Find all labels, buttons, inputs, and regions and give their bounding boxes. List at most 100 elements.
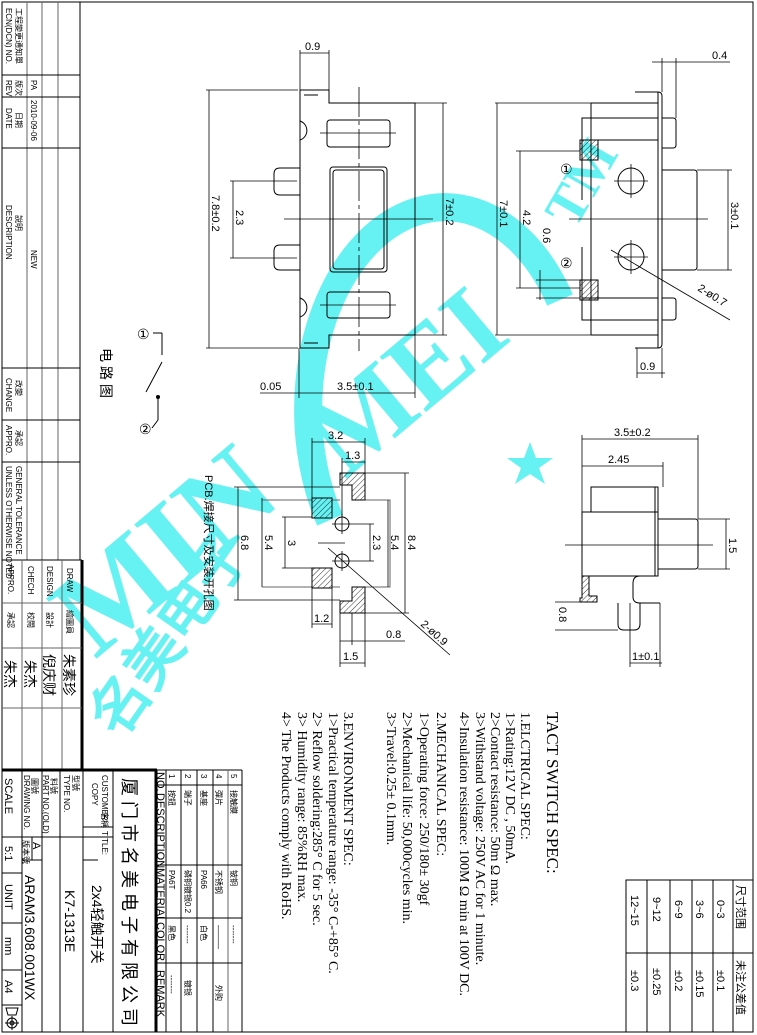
sig-name-appro: 朱杰: [2, 660, 18, 688]
rev-label-cn: 版次: [14, 80, 24, 96]
drawing-no-value: ARAM3.608.001WX: [22, 875, 38, 1001]
spec-line: 1.ELCTRICAL SPEC:: [517, 712, 532, 840]
bom-desc: 按鈕: [167, 790, 177, 806]
desc-label-en: DESCRIPTION: [4, 205, 13, 260]
description-value: NEW: [29, 250, 38, 269]
bom-remark: -------: [167, 975, 176, 994]
date-label-en: DATE: [4, 108, 13, 129]
type-no-label: TYPE NO.: [62, 775, 71, 812]
name-cn-label: 名稱: [100, 812, 110, 828]
bom-header-description: DESCRIPTION: [154, 793, 166, 868]
dim-side-3: 3±0.1: [728, 202, 740, 229]
change-label-cn: 改變: [14, 380, 24, 396]
projection-symbol-icon: [5, 1007, 19, 1030]
circuit-pin2: ②: [139, 421, 152, 437]
bom-no: 1: [167, 774, 176, 779]
tolerance-range: 0~3: [714, 900, 726, 919]
dim-pcb-5.4-left: 5.4: [262, 535, 274, 550]
bom-no: 5: [229, 774, 238, 779]
side-pin2: ②: [560, 255, 573, 271]
dim-side-0.9: 0.9: [640, 361, 655, 373]
bom-no: 3: [199, 774, 208, 779]
dim-top-7: 7±0.2: [443, 198, 455, 225]
paper-size: A4: [2, 980, 14, 993]
side-pin1: ①: [560, 161, 573, 177]
circuit-label: 电路图: [98, 348, 114, 402]
bom-color: -------: [183, 925, 192, 944]
bom-desc: 基座: [199, 790, 209, 806]
dim-side-0.4: 0.4: [712, 50, 727, 62]
bom-header-no: NO.: [154, 772, 166, 792]
bom-material: 不锈钢: [214, 870, 224, 894]
version-value: A: [30, 842, 42, 850]
scale-label: SCALE: [2, 778, 14, 814]
bom-row: 4 彈片 不锈钢 ——— 外购: [214, 774, 224, 1001]
spec-line: 3>Withstand voltage: 250V AC for 1 minut…: [472, 712, 487, 965]
sig-role-check: CHECH: [26, 566, 35, 595]
bom-header-material: MATERIAL: [154, 868, 166, 922]
bom-color: 白色: [199, 925, 209, 941]
date-value: 2010-09-06: [29, 100, 38, 141]
scale-value: 5:1: [2, 846, 14, 861]
bom-no: 2: [183, 774, 192, 779]
dim-side-holes: 2-ø0.7: [695, 282, 728, 309]
dim-pcb-1.5: 1.5: [343, 651, 358, 663]
appro-label-cn: 承認: [14, 430, 24, 446]
bom-material: 铍铜: [229, 870, 239, 886]
tolerance-header-range: 尺寸范围: [734, 885, 748, 929]
bom-row: 3 基座 PA66 白色: [199, 774, 209, 941]
ecn-label-cn: 工程變更通知單: [14, 8, 24, 64]
dim-side-7: 7±0.1: [497, 200, 509, 227]
bom-row: 5 接触膜 铍铜 -------: [229, 774, 239, 944]
date-label-cn: 日期: [14, 112, 23, 128]
unless-noted-label: UNLESS OTHERWISE NOTED: [4, 466, 13, 579]
bom-remark: 镀银: [183, 980, 193, 996]
dim-pcb-5.4-right: 5.4: [388, 535, 400, 550]
spec-line: 3>Travel:0.25± 0.1mm.: [383, 712, 398, 845]
dim-pcb-3: 3: [285, 540, 297, 546]
sig-name-design: 倪庆财: [41, 654, 57, 696]
customer-label: CUSTOMER: [100, 775, 109, 821]
sig-role-draw: DRAW: [65, 568, 74, 593]
bom-color: -------: [229, 925, 238, 944]
sig-role-cn-appro: 承認: [6, 612, 16, 628]
unit-label: UNIT: [2, 884, 14, 910]
bom-material: PA66: [199, 870, 208, 890]
rev-label-en: REV: [4, 80, 13, 97]
spec-line: 4> The Products comply with RoHS.: [278, 712, 293, 920]
end-view-drawing: 3.5±0.2 2.45 1.5 0.8 1±0.1: [555, 427, 738, 667]
bom-color: ———: [214, 925, 223, 949]
circuit-diagram: ① ② 电路图: [98, 326, 163, 437]
dim-end-1.5: 1.5: [726, 538, 738, 553]
sig-name-check: 朱杰: [22, 660, 38, 688]
watermark-star-icon: [507, 442, 553, 484]
change-label-en: CHANGE: [4, 378, 13, 412]
revision-block: 工程變更通知單 ECN(DCN) NO. 版次 REV 日期 DATE 說明 D…: [2, 2, 82, 579]
bom-desc: 彈片: [214, 790, 224, 806]
bom-material: PA6T: [167, 870, 176, 890]
bom-color: 黑色: [167, 925, 177, 941]
tolerance-value: ±0.3: [628, 970, 640, 991]
dim-pcb-3.2: 3.2: [328, 430, 343, 442]
version-cn-label: 版本號: [21, 840, 31, 864]
dim-pcb-1.2: 1.2: [314, 613, 329, 625]
dim-top-7.8: 7.8±0.2: [209, 195, 221, 232]
dim-top-0.9: 0.9: [305, 41, 320, 53]
rev-value: PA: [29, 80, 38, 91]
title-label: TITLE:: [100, 831, 109, 855]
dim-pcb-2.3: 2.3: [370, 535, 382, 550]
unit-value: mm: [2, 937, 14, 955]
part-cn-label: 料號: [49, 778, 59, 794]
spec-line: 2>Contact resistance: 50m Ω max.: [487, 712, 502, 906]
dim-side-0.6: 0.6: [540, 228, 552, 243]
title-block: 厦门市名美电子有限公司 CUSTOMER COPY 名稱 TITLE: 2x4轻…: [2, 768, 158, 1032]
tolerance-range: 12~15: [628, 895, 640, 926]
tolerance-header-value: 未注公差值: [734, 960, 748, 1015]
sig-role-design: DESIGN: [45, 566, 54, 597]
appro-label-en: APPRO.: [4, 425, 13, 455]
dim-top-3.5: 3.5±0.1: [337, 381, 374, 393]
bom-desc: 端子: [183, 790, 193, 806]
product-title: 2x4轻触开关: [89, 885, 105, 964]
